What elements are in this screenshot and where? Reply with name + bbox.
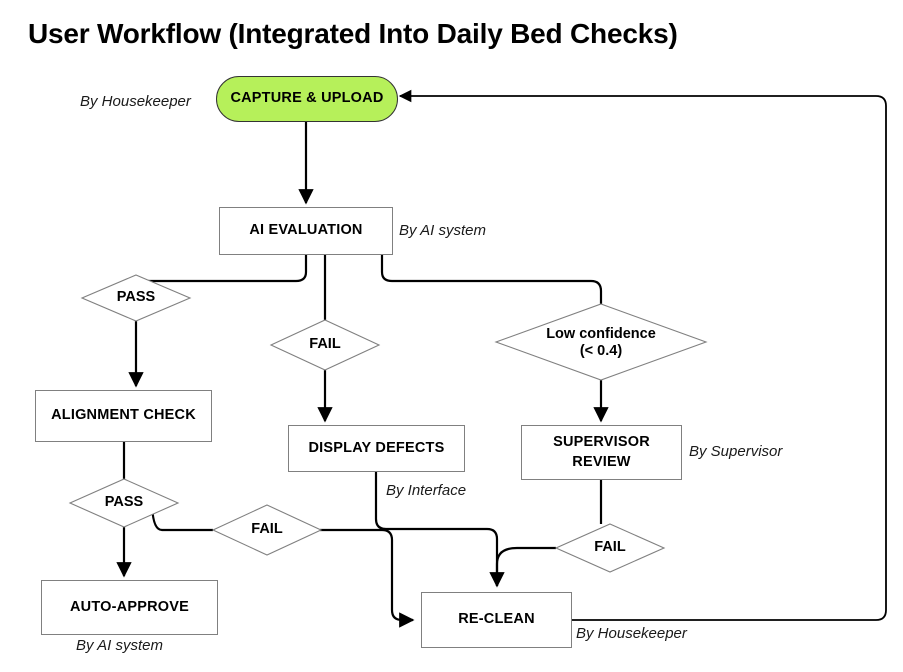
decision-low-confidence[interactable] (494, 303, 708, 381)
annotation-by-housekeeper-bottom: By Housekeeper (576, 625, 687, 642)
annotation-by-ai-system-eval: By AI system (399, 222, 486, 239)
edge-ai-to-lowconf (380, 255, 603, 305)
node-alignment-check-label: ALIGNMENT CHECK (51, 407, 196, 424)
annotation-by-supervisor: By Supervisor (689, 443, 783, 460)
node-capture-upload[interactable]: CAPTURE & UPLOAD (216, 76, 398, 122)
decision-fail-supervisor[interactable] (554, 523, 666, 573)
decision-pass-alignment[interactable] (68, 478, 180, 528)
decision-fail-alignment[interactable] (211, 504, 323, 556)
node-display-defects[interactable]: DISPLAY DEFECTS (288, 425, 465, 472)
node-supervisor-review-label-line1: SUPERVISOR (553, 433, 650, 450)
node-supervisor-review-label-line2: REVIEW (572, 453, 631, 470)
decision-fail-ai[interactable] (269, 319, 381, 371)
decision-pass-ai[interactable] (80, 274, 192, 322)
annotation-by-interface: By Interface (386, 482, 467, 499)
edge-display-to-reclean (374, 472, 505, 588)
node-re-clean-label: RE-CLEAN (458, 611, 535, 628)
edge-failsup-to-reclean (495, 546, 556, 586)
node-capture-upload-label: CAPTURE & UPLOAD (230, 90, 384, 107)
node-display-defects-label: DISPLAY DEFECTS (308, 439, 445, 456)
edge-failalign-to-reclean (320, 528, 415, 628)
annotation-by-housekeeper-top: By Housekeeper (80, 93, 191, 110)
node-ai-evaluation-label: AI EVALUATION (249, 222, 363, 239)
page-title: User Workflow (Integrated Into Daily Bed… (28, 18, 678, 49)
node-auto-approve-label: AUTO-APPROVE (70, 598, 189, 615)
node-alignment-check[interactable]: ALIGNMENT CHECK (35, 390, 212, 442)
node-re-clean[interactable]: RE-CLEAN (421, 592, 572, 648)
annotation-by-ai-system-approve: By AI system (76, 637, 163, 654)
node-ai-evaluation[interactable]: AI EVALUATION (219, 207, 393, 255)
node-supervisor-review[interactable]: SUPERVISOR REVIEW (521, 425, 682, 480)
node-auto-approve[interactable]: AUTO-APPROVE (41, 580, 218, 635)
edge-reclean-to-capture (398, 89, 887, 621)
